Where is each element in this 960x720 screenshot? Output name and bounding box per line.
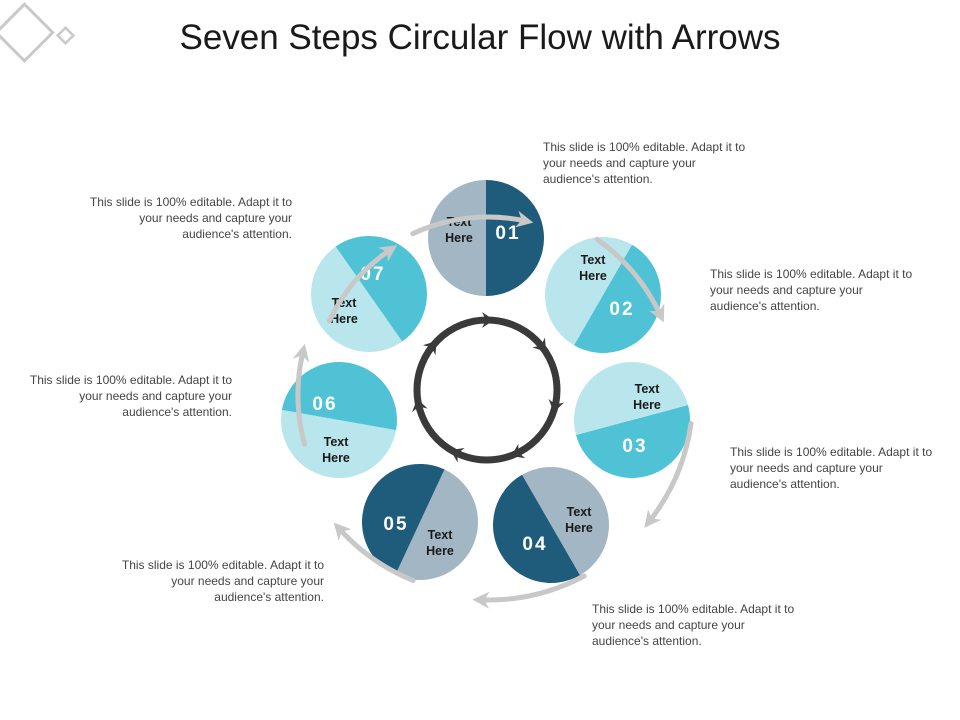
- step-03-number: 03: [622, 436, 647, 457]
- step-02-half-b: [545, 237, 632, 346]
- step-06-description: This slide is 100% editable. Adapt it to…: [29, 373, 232, 419]
- step-04-description: This slide is 100% editable. Adapt it to…: [592, 602, 795, 648]
- step-03-label-line1: Text: [635, 382, 661, 396]
- step-02-number: 02: [609, 299, 634, 320]
- step-06-number: 06: [312, 394, 337, 415]
- step-01-number: 01: [495, 223, 520, 244]
- slide-title: Seven Steps Circular Flow with Arrows: [179, 18, 781, 57]
- step-05-description: This slide is 100% editable. Adapt it to…: [121, 558, 324, 604]
- step-03-description: This slide is 100% editable. Adapt it to…: [730, 445, 933, 491]
- step-04-number: 04: [522, 534, 547, 555]
- step-06-half-a: [281, 409, 397, 478]
- step-03-half-b: [574, 362, 689, 436]
- step-01-half-b: [428, 180, 486, 296]
- step-04-half-a: [522, 466, 609, 576]
- step-07-description: This slide is 100% editable. Adapt it to…: [89, 195, 292, 241]
- curved-flow-arrow-icon: [644, 421, 694, 528]
- ring-arrowhead: [412, 398, 428, 413]
- step-05-label-line2: Here: [426, 544, 454, 558]
- curved-flow-arrow-icon: [594, 236, 665, 323]
- step-02-description: This slide is 100% editable. Adapt it to…: [710, 267, 913, 313]
- step-05-label-line1: Text: [428, 528, 454, 542]
- curved-flow-arrow-icon: [333, 522, 416, 583]
- step-01-description: This slide is 100% editable. Adapt it to…: [543, 140, 746, 186]
- step-02-half-a: [574, 244, 661, 353]
- step-06-label-line2: Here: [322, 451, 350, 465]
- step-04-half-b: [493, 474, 580, 583]
- step-04-label-line2: Here: [565, 521, 593, 535]
- step-06-half-b: [281, 362, 397, 431]
- diamond-logo-icon: [0, 2, 76, 63]
- ring-arrowhead: [450, 448, 465, 463]
- step-07-half-a: [311, 246, 403, 352]
- curved-flow-arrow-icon: [472, 573, 587, 609]
- step-02-label-line1: Text: [581, 253, 607, 267]
- curved-flow-arrow-icon: [292, 343, 310, 447]
- step-03-half-a: [575, 404, 690, 478]
- step-07-half-b: [335, 236, 427, 342]
- step-04-label-line1: Text: [567, 505, 593, 519]
- step-05-number: 05: [383, 514, 408, 535]
- step-03-label-line2: Here: [633, 398, 661, 412]
- step-05-half-b: [362, 464, 445, 575]
- step-07-label-line2: Here: [330, 312, 358, 326]
- ring-arrowhead: [482, 312, 494, 328]
- curved-flow-arrow-icon: [410, 210, 534, 237]
- ring-arrowhead: [422, 340, 437, 356]
- step-06-label-line1: Text: [324, 435, 350, 449]
- step-05-half-a: [395, 469, 478, 580]
- ring-arrowhead: [548, 398, 565, 413]
- step-01-half-a: [486, 180, 544, 296]
- ring-arrowhead: [511, 443, 526, 459]
- center-ring: [412, 312, 565, 464]
- curved-flow-arrow-icon: [326, 245, 398, 324]
- step-02-label-line2: Here: [579, 269, 607, 283]
- ring-arrowhead: [532, 337, 547, 352]
- step-01-label-line2: Here: [445, 231, 473, 245]
